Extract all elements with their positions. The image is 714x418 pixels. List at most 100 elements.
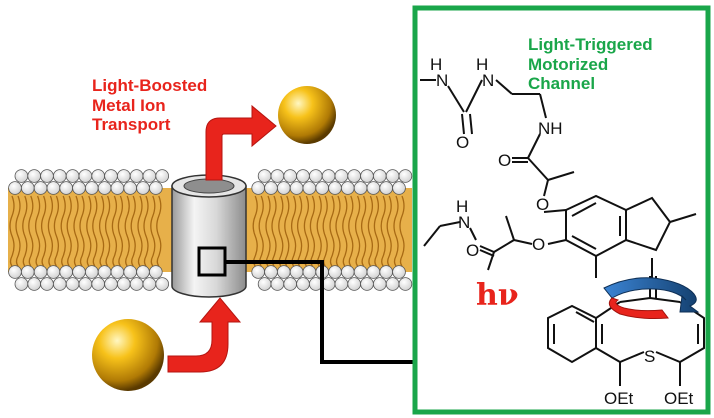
lipid-head: [46, 265, 61, 279]
lipid-head: [72, 265, 86, 279]
lipid-tail: [143, 195, 149, 267]
chem-atom-n-left: N: [482, 71, 494, 90]
lipid-tail: [60, 195, 66, 267]
lipid-tail: [265, 195, 271, 267]
lipid-head: [347, 169, 362, 183]
lipid-head: [8, 181, 22, 195]
lipid-head: [129, 277, 144, 291]
lipid-head: [65, 277, 80, 291]
lipid-head: [14, 277, 29, 291]
lipid-head: [78, 277, 93, 291]
lipid-head: [321, 277, 336, 291]
lipid-head: [289, 265, 304, 279]
lipid-head: [302, 265, 317, 279]
lipid-tail: [386, 195, 392, 267]
ion-transport-arrow-up: [205, 104, 277, 181]
lipid-tail: [329, 195, 335, 267]
lipid-head: [85, 265, 99, 279]
lipid-head: [347, 277, 362, 291]
ion-channel: [171, 174, 247, 298]
lipid-head: [46, 181, 61, 195]
lipid-head: [97, 265, 112, 279]
lipid-head: [328, 265, 342, 279]
metal-ion-sphere-bottom: [92, 319, 164, 391]
lipid-tail: [399, 195, 405, 267]
lipid-head: [110, 265, 125, 279]
lipid-tail: [79, 195, 85, 267]
rotation-arrow-icon: [603, 277, 700, 319]
lipid-head: [149, 265, 163, 279]
lipid-head: [334, 169, 349, 183]
lipid-head: [372, 277, 387, 291]
lipid-head: [283, 277, 298, 291]
lipid-tail: [252, 195, 258, 267]
lipid-head: [264, 265, 278, 279]
lipid-head: [40, 277, 54, 291]
lipid-head: [270, 277, 285, 291]
lipid-tail: [156, 195, 162, 267]
chem-atom-o-carbonyl-3: O: [466, 241, 479, 260]
chemical-structure: [420, 79, 705, 386]
lipid-tail: [40, 195, 47, 267]
lipid-tail: [360, 195, 367, 267]
lipid-tail: [309, 195, 316, 267]
lipid-head: [379, 265, 394, 279]
lipid-tail: [47, 195, 54, 267]
lipid-head: [398, 277, 413, 291]
lipid-tail: [348, 195, 354, 267]
lipid-head: [340, 265, 355, 279]
lipid-head: [14, 169, 29, 183]
lipid-head: [104, 169, 118, 183]
lipid-tail: [393, 195, 399, 267]
lipid-head: [264, 181, 278, 195]
lipid-head: [97, 181, 112, 195]
lipid-head: [59, 181, 73, 195]
lipid-head: [353, 181, 368, 195]
lipid-head: [40, 169, 54, 183]
lipid-head: [251, 265, 266, 279]
lipid-head: [334, 277, 349, 291]
lipid-head: [321, 169, 336, 183]
chem-atom-o-ether-2: O: [532, 235, 545, 254]
lipid-head: [366, 181, 381, 195]
connector-line: [225, 260, 415, 364]
lipid-head: [257, 277, 272, 291]
lipid-tail: [258, 195, 264, 267]
chem-atom-n-top: N: [436, 71, 448, 90]
lipid-head: [257, 169, 272, 183]
lipid-head: [136, 181, 150, 195]
chem-atom-n-lower: N: [458, 213, 470, 232]
lipid-head: [72, 181, 86, 195]
ion-transport-arrow-low: [167, 297, 242, 373]
lipid-head: [33, 181, 48, 195]
lipid-tail: [15, 195, 21, 267]
lipid-head: [315, 181, 330, 195]
lipid-head: [353, 265, 368, 279]
lipid-tail: [322, 195, 328, 267]
lipid-head: [59, 265, 73, 279]
lipid-head: [398, 169, 413, 183]
lipid-head: [360, 277, 374, 291]
lipid-tail: [22, 195, 28, 267]
chem-atom-h-lower: H: [456, 197, 468, 216]
lipid-tail: [92, 195, 98, 267]
lipid-head: [392, 265, 406, 279]
lipid-head: [20, 265, 35, 279]
lipid-head: [91, 169, 105, 183]
lipid-head: [302, 181, 317, 195]
lipid-head: [123, 181, 137, 195]
chem-group-oet-right: OEt: [664, 389, 694, 408]
lipid-head: [385, 169, 400, 183]
lipid-head: [308, 169, 323, 183]
lipid-tail: [66, 195, 72, 267]
lipid-head: [52, 277, 67, 291]
lipid-head: [117, 277, 131, 291]
lipid-tail: [34, 195, 41, 267]
lipid-head: [149, 181, 163, 195]
lipid-head: [33, 265, 48, 279]
lipid-head: [104, 277, 118, 291]
lipid-head: [27, 169, 42, 183]
lipid-head: [20, 181, 35, 195]
lipid-tail: [124, 195, 130, 267]
